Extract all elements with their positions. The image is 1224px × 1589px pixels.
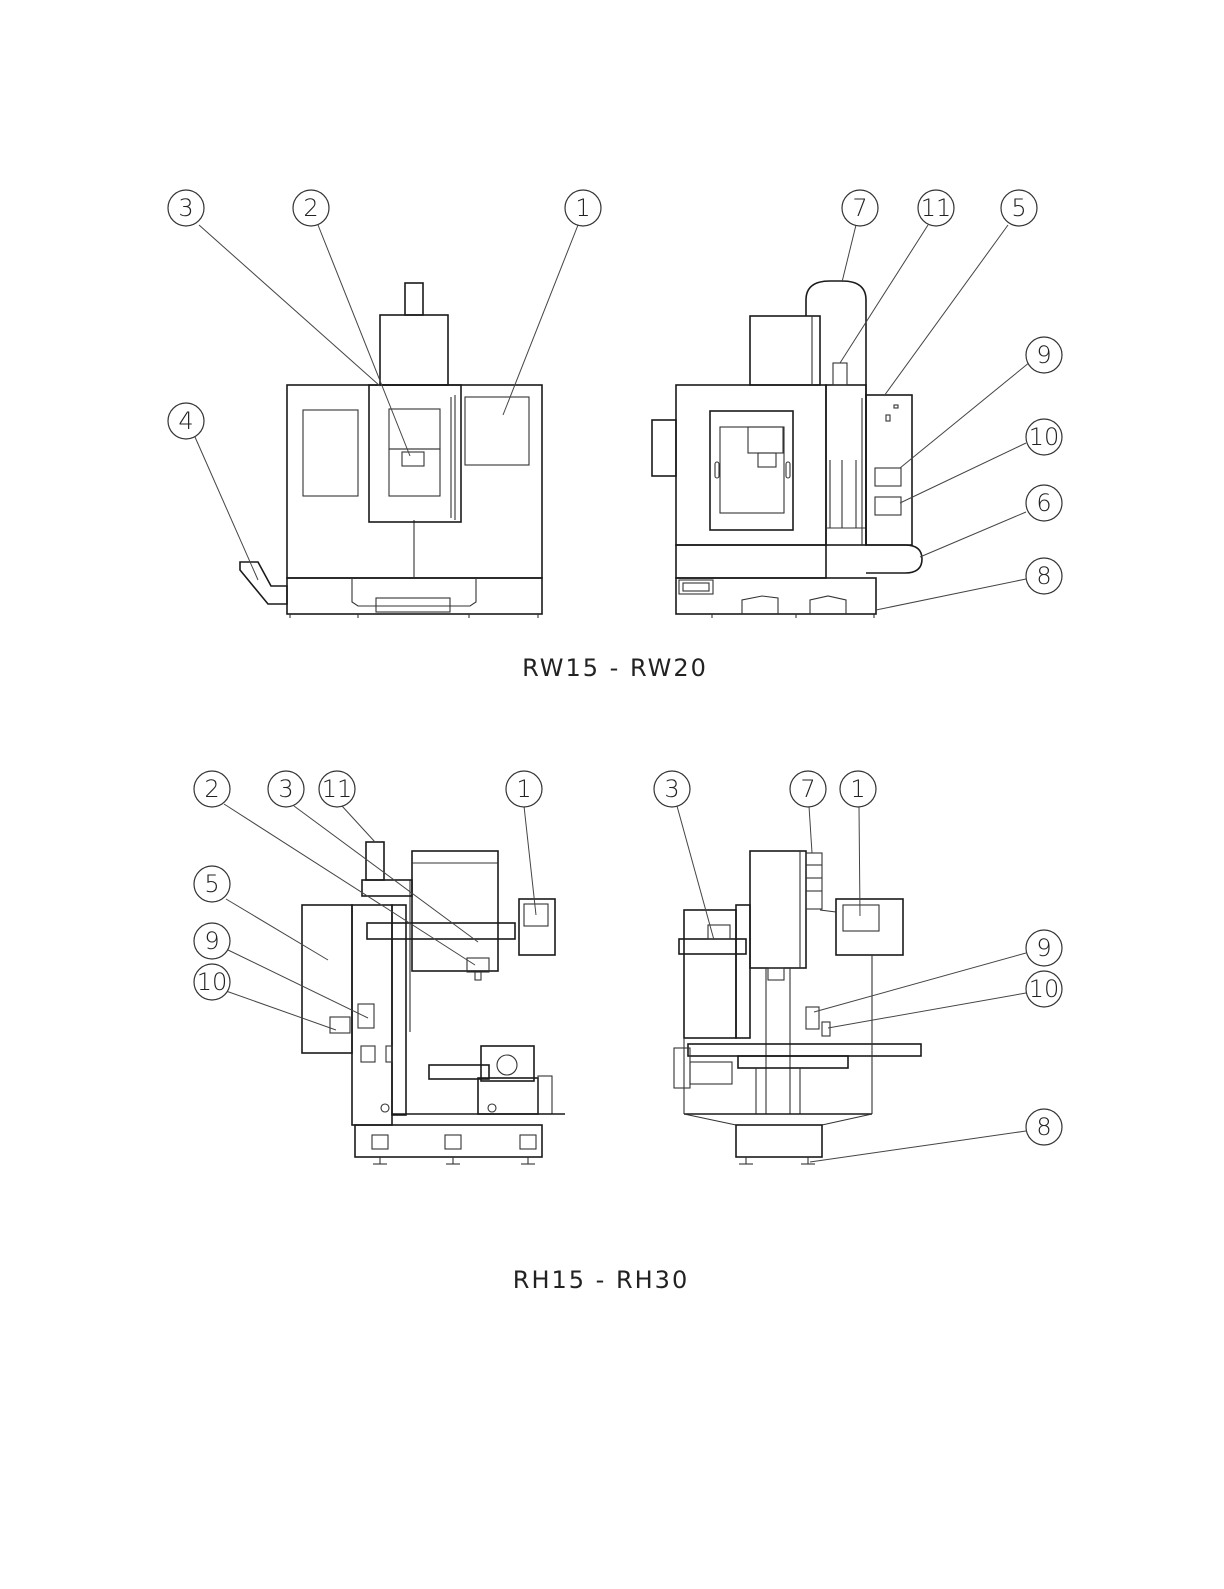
callout-8-bottom-front: 8 [1026, 1109, 1062, 1145]
svg-text:4: 4 [178, 407, 193, 435]
callout-1-bottom-front: 1 [840, 771, 876, 807]
callout-7-bottom-front: 7 [790, 771, 826, 807]
callout-2-bottom-side: 2 [194, 771, 230, 807]
rw-front-view [240, 283, 542, 618]
callout-2-top-front: 2 [293, 190, 329, 226]
callout-7-top-side: 7 [842, 190, 878, 226]
leader-lines [195, 225, 1030, 1162]
svg-text:10: 10 [197, 968, 228, 996]
svg-text:9: 9 [204, 927, 219, 955]
svg-text:1: 1 [850, 775, 865, 803]
svg-text:1: 1 [575, 194, 590, 222]
callout-5-top-side: 5 [1001, 190, 1037, 226]
caption-bottom: RH15 - RH30 [513, 1266, 689, 1294]
callout-3-bottom-side: 3 [268, 771, 304, 807]
callout-3-bottom-front: 3 [654, 771, 690, 807]
callout-6-top-side: 6 [1026, 485, 1062, 521]
svg-text:7: 7 [800, 775, 815, 803]
svg-text:10: 10 [1029, 423, 1060, 451]
svg-text:3: 3 [664, 775, 679, 803]
svg-text:10: 10 [1029, 975, 1060, 1003]
svg-text:6: 6 [1036, 489, 1051, 517]
svg-text:8: 8 [1036, 1113, 1051, 1141]
callout-9-bottom-side: 9 [194, 923, 230, 959]
callout-1-top-front: 1 [565, 190, 601, 226]
svg-text:11: 11 [322, 775, 353, 803]
callout-3-top-front: 3 [168, 190, 204, 226]
callout-11-bottom-side: 11 [319, 771, 355, 807]
callout-11-top-side: 11 [918, 190, 954, 226]
rh-side-view [302, 842, 565, 1164]
callout-9-bottom-front: 9 [1026, 930, 1062, 966]
caption-top: RW15 - RW20 [522, 654, 708, 682]
callout-10-top-side: 10 [1026, 419, 1062, 455]
callout-9-top-side: 9 [1026, 337, 1062, 373]
svg-text:3: 3 [278, 775, 293, 803]
svg-text:7: 7 [852, 194, 867, 222]
svg-text:11: 11 [921, 194, 952, 222]
callout-10-bottom-front: 10 [1026, 971, 1062, 1007]
rw-side-view [652, 281, 922, 618]
svg-text:1: 1 [516, 775, 531, 803]
callout-4-top-front: 4 [168, 403, 204, 439]
svg-text:5: 5 [1011, 194, 1026, 222]
callout-10-bottom-side: 10 [194, 964, 230, 1000]
svg-text:9: 9 [1036, 934, 1051, 962]
svg-text:3: 3 [178, 194, 193, 222]
svg-text:2: 2 [204, 775, 219, 803]
callout-8-top-side: 8 [1026, 558, 1062, 594]
svg-text:9: 9 [1036, 341, 1051, 369]
callout-5-bottom-side: 5 [194, 866, 230, 902]
callout-1-bottom-side: 1 [506, 771, 542, 807]
svg-text:8: 8 [1036, 562, 1051, 590]
svg-text:5: 5 [204, 870, 219, 898]
svg-text:2: 2 [303, 194, 318, 222]
rh-front-view [674, 851, 921, 1164]
